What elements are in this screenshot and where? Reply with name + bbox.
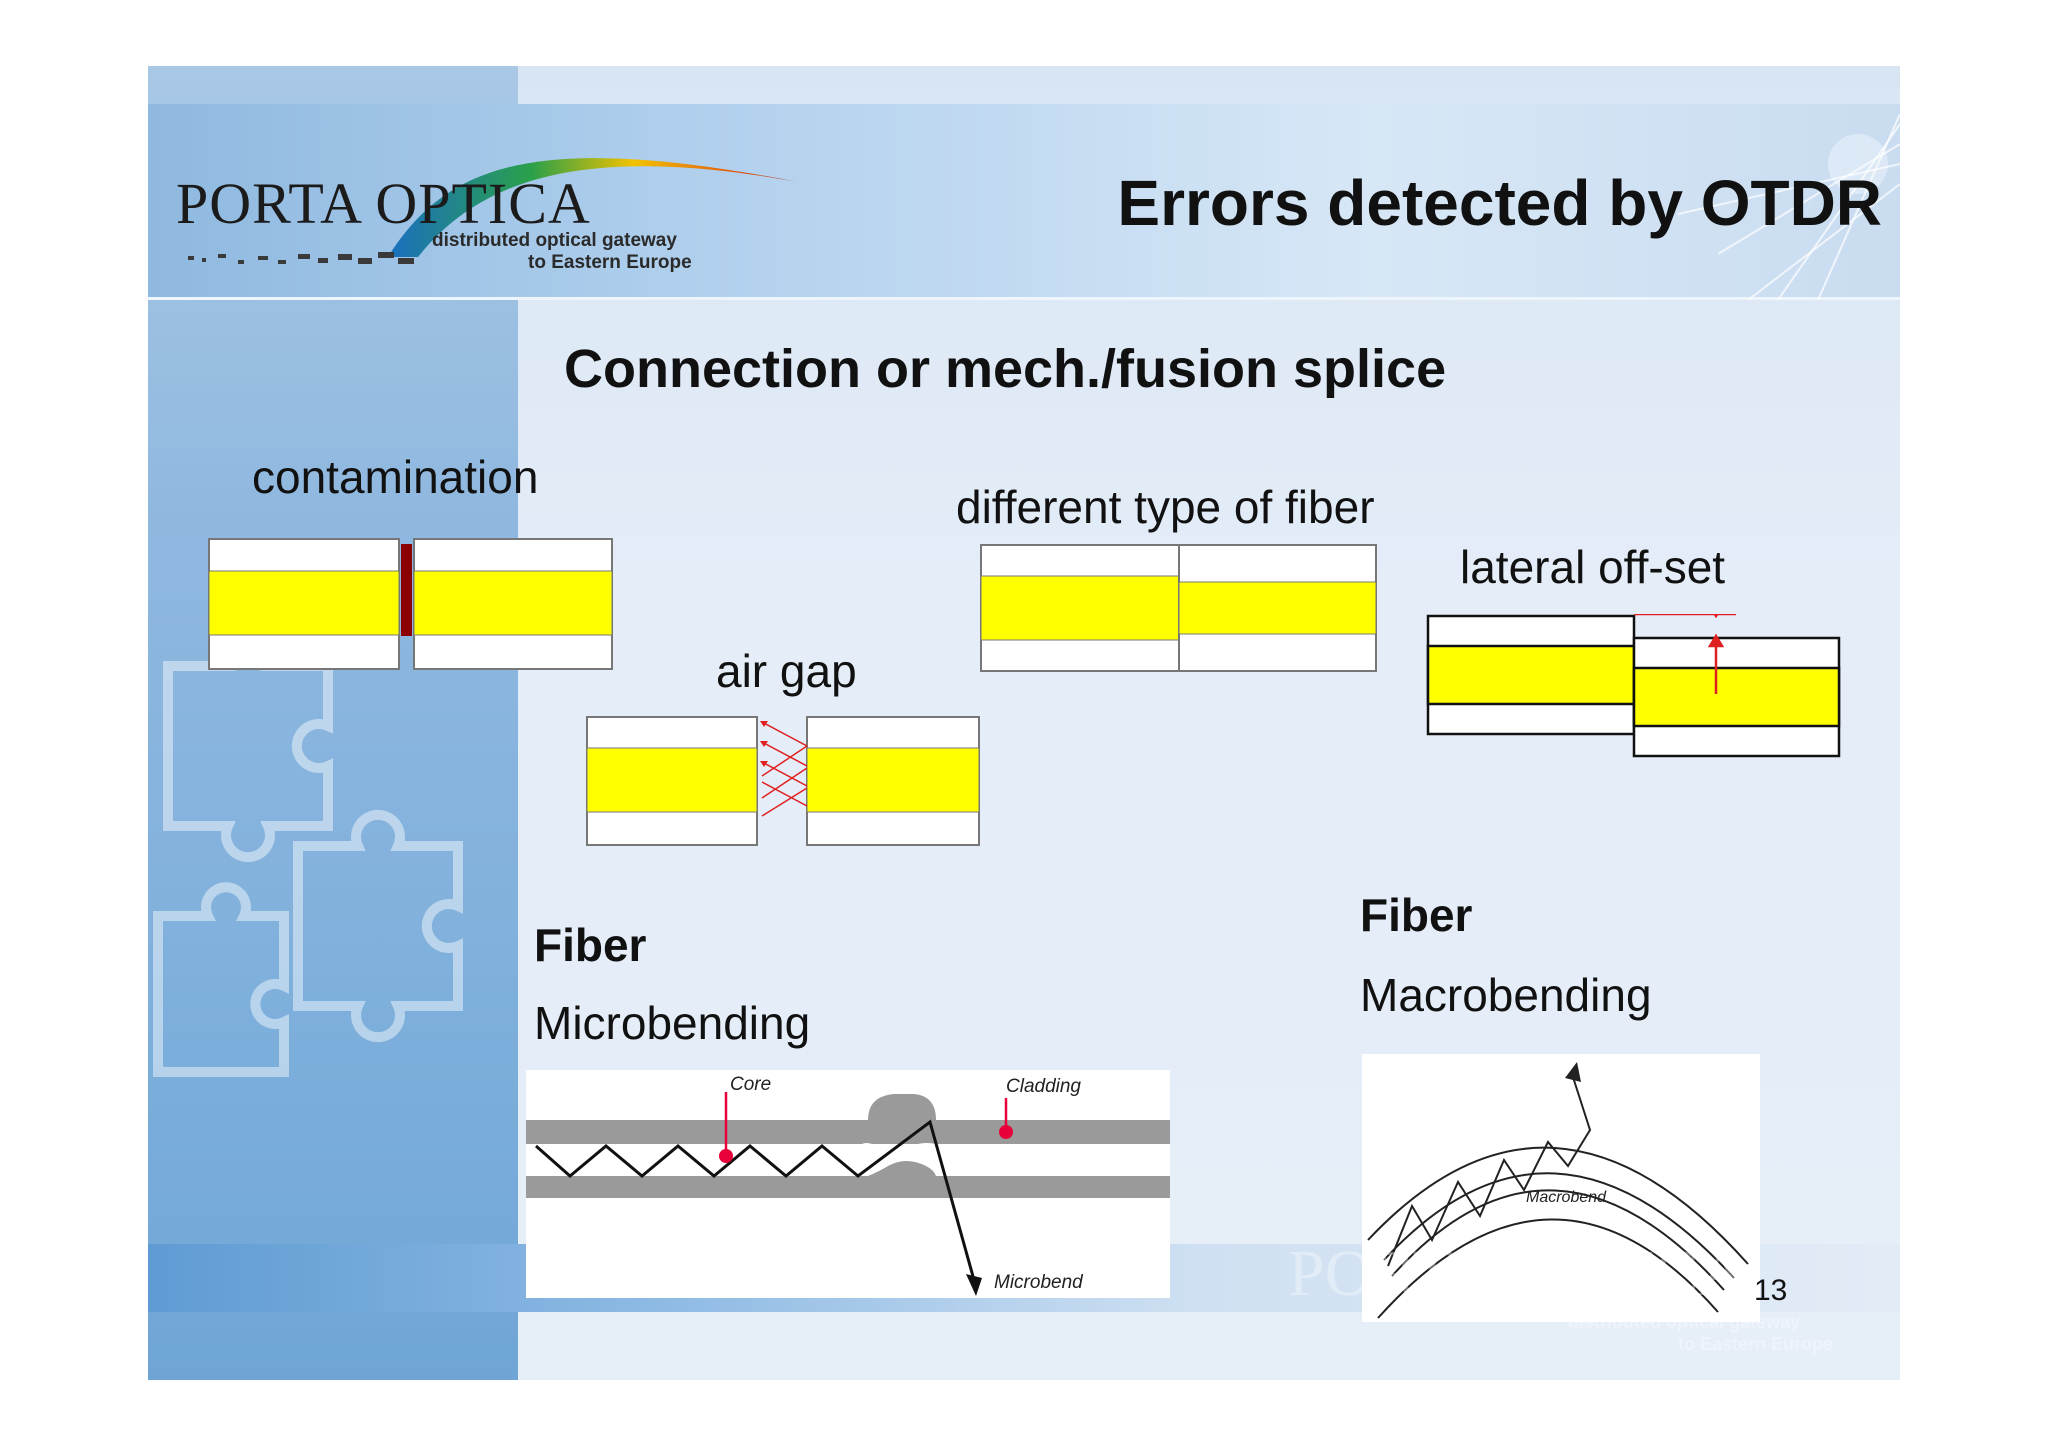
slide: PORTA OPTICA distributed optical gateway… bbox=[148, 66, 1900, 1380]
micro-heading: Fiber bbox=[534, 919, 647, 971]
logo-tagline-line2: to Eastern Europe bbox=[528, 252, 692, 273]
diagram-contamination bbox=[208, 538, 613, 670]
logo-tagline-line1: distributed optical gateway bbox=[432, 230, 677, 251]
micro-caption: Microbending bbox=[534, 997, 811, 1049]
watermark-tagline-line2: to Eastern Europe bbox=[1678, 1334, 1834, 1354]
cladding-label: Cladding bbox=[1006, 1076, 1081, 1097]
logo-pixel-trail bbox=[188, 252, 414, 264]
label-air-gap: air gap bbox=[716, 645, 857, 697]
watermark-tagline-line1: distributed optical gateway bbox=[1568, 1312, 1801, 1332]
label-different-fiber: different type of fiber bbox=[956, 481, 1375, 533]
page-number: 13 bbox=[1754, 1274, 1788, 1307]
diagram-microbending: Core Cladding Microbend bbox=[526, 1070, 1170, 1298]
logo-wordmark: PORTA OPTICA bbox=[176, 171, 591, 236]
logo-swoosh bbox=[388, 158, 798, 257]
core-label: Core bbox=[730, 1074, 771, 1095]
label-contamination: contamination bbox=[252, 451, 539, 503]
label-lateral-offset: lateral off-set bbox=[1460, 541, 1726, 593]
slide-title: Errors detected by OTDR bbox=[1117, 167, 1882, 239]
diagram-macrobending: Macrobend bbox=[1362, 1054, 1760, 1322]
macro-heading: Fiber bbox=[1360, 889, 1473, 941]
watermark-wordmark: PORTA OPTICA bbox=[1288, 1237, 1747, 1310]
slide-subtitle: Connection or mech./fusion splice bbox=[564, 339, 1447, 399]
diagram-different-fiber bbox=[980, 544, 1377, 672]
diagram-air-gap bbox=[586, 716, 980, 846]
macrobend-label: Macrobend bbox=[1526, 1189, 1607, 1206]
fiber-light-decoration bbox=[1677, 113, 1900, 300]
microbend-label: Microbend bbox=[994, 1272, 1084, 1293]
diagram-lateral-offset bbox=[1426, 614, 1841, 758]
macro-caption: Macrobending bbox=[1360, 969, 1652, 1021]
